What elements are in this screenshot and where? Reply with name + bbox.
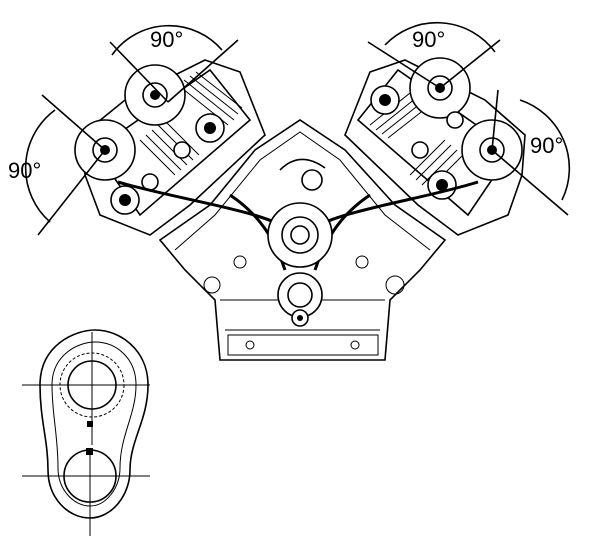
angle-label-right-lower: 90° <box>530 133 563 158</box>
timing-chain-assembly <box>117 158 479 327</box>
angle-label-left-lower: 90° <box>8 158 41 183</box>
angle-indicator-right-lower <box>491 89 571 216</box>
engine-block <box>158 119 447 361</box>
inset-sprocket-detail <box>22 329 150 536</box>
angle-indicator-left-lower <box>24 94 106 236</box>
angle-indicator-right-upper <box>367 21 501 89</box>
angle-label-right-upper: 90° <box>412 27 445 52</box>
angle-indicator-left-upper <box>109 24 239 103</box>
left-cylinder-head <box>74 59 266 236</box>
angle-label-left-upper: 90° <box>150 27 183 52</box>
